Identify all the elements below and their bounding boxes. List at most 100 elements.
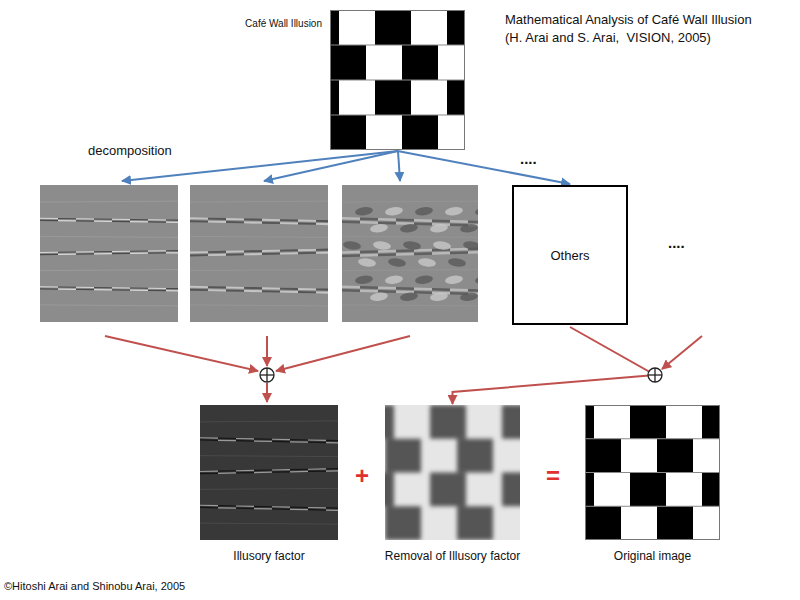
mortar-line bbox=[330, 44, 465, 45]
band-line bbox=[378, 290, 396, 293]
band-line bbox=[290, 469, 308, 471]
image-ground bbox=[385, 405, 520, 540]
band-line bbox=[262, 253, 280, 255]
band-line bbox=[316, 291, 328, 293]
blob bbox=[463, 240, 478, 250]
band-line bbox=[166, 290, 178, 291]
band-line bbox=[272, 469, 290, 471]
band-line bbox=[244, 287, 262, 289]
band-line bbox=[166, 288, 178, 289]
band-line bbox=[414, 219, 432, 222]
band-line bbox=[190, 217, 208, 219]
band-line bbox=[326, 440, 338, 442]
band-line bbox=[262, 222, 280, 224]
blob bbox=[430, 223, 449, 233]
connector-arrow bbox=[398, 151, 571, 184]
band-line bbox=[166, 219, 178, 220]
faint-line bbox=[190, 270, 328, 271]
image-ground bbox=[40, 185, 178, 322]
band-line bbox=[200, 437, 218, 439]
band-line bbox=[280, 288, 298, 290]
band-line bbox=[190, 289, 208, 291]
band-line bbox=[130, 253, 148, 254]
band-line bbox=[76, 289, 94, 290]
faint-line bbox=[342, 236, 478, 237]
band-line bbox=[148, 252, 166, 253]
tile bbox=[330, 115, 366, 150]
band-line bbox=[130, 221, 148, 222]
sum-arrows bbox=[105, 336, 702, 402]
band-line bbox=[200, 471, 218, 473]
band-line bbox=[218, 505, 236, 507]
blob bbox=[460, 223, 478, 233]
arrow bbox=[266, 336, 268, 366]
blob bbox=[343, 240, 362, 250]
band-line bbox=[76, 220, 94, 221]
band-line bbox=[208, 218, 226, 220]
band-line bbox=[298, 220, 316, 222]
faint-line bbox=[40, 201, 178, 202]
blob bbox=[358, 257, 377, 267]
band-line bbox=[342, 286, 360, 289]
band-line bbox=[236, 505, 254, 507]
band-line bbox=[130, 219, 148, 220]
band-line bbox=[290, 507, 308, 509]
faint-line bbox=[40, 270, 178, 271]
tile bbox=[330, 45, 366, 80]
image bbox=[330, 10, 465, 150]
band-line bbox=[378, 222, 396, 225]
band-line bbox=[112, 221, 130, 222]
connector-arrow bbox=[453, 327, 656, 404]
illusion-image: Café Wall Illusion bbox=[330, 10, 465, 150]
band-line bbox=[272, 471, 290, 473]
faint-line bbox=[342, 201, 478, 202]
image bbox=[200, 405, 338, 540]
faint-line bbox=[342, 305, 478, 306]
band-line bbox=[450, 251, 468, 254]
band-line bbox=[280, 222, 298, 224]
faint-line bbox=[200, 456, 338, 457]
image-ground bbox=[330, 10, 465, 150]
faint-line bbox=[200, 523, 338, 524]
citation: (H. Arai and S. Arai, VISION, 2005) bbox=[505, 30, 711, 45]
band-line bbox=[148, 290, 166, 291]
operator: + bbox=[355, 462, 369, 490]
tile bbox=[430, 405, 466, 439]
blob bbox=[418, 257, 437, 267]
blob bbox=[460, 292, 478, 302]
band-line bbox=[316, 223, 328, 225]
tile bbox=[402, 115, 438, 150]
faint-line bbox=[200, 421, 338, 422]
band-line bbox=[58, 254, 76, 255]
image bbox=[385, 405, 520, 540]
band-line bbox=[450, 220, 468, 223]
blob bbox=[400, 223, 419, 233]
tile bbox=[630, 405, 666, 439]
band-line bbox=[190, 254, 208, 256]
band-line bbox=[112, 289, 130, 290]
band-line bbox=[290, 509, 308, 511]
band-line bbox=[360, 250, 378, 253]
band-line bbox=[308, 509, 326, 511]
mortar-line bbox=[585, 472, 720, 473]
tile bbox=[375, 80, 411, 115]
band-line bbox=[112, 219, 130, 220]
band-line bbox=[130, 290, 148, 291]
tile bbox=[457, 439, 493, 473]
tile bbox=[385, 439, 421, 473]
band-line bbox=[76, 218, 94, 219]
image-caption: Illusory factor bbox=[233, 549, 304, 563]
blob bbox=[373, 240, 392, 250]
image-border bbox=[331, 11, 465, 150]
band-line bbox=[262, 219, 280, 221]
tiles bbox=[385, 405, 520, 540]
band-line bbox=[308, 439, 326, 441]
band-line bbox=[112, 251, 130, 252]
band-line bbox=[94, 251, 112, 252]
band-line bbox=[326, 509, 338, 511]
mortar-line bbox=[330, 79, 465, 80]
image-caption: Original image bbox=[614, 549, 691, 563]
band-line bbox=[290, 441, 308, 443]
faint-line bbox=[200, 488, 338, 489]
band-line bbox=[298, 252, 316, 254]
